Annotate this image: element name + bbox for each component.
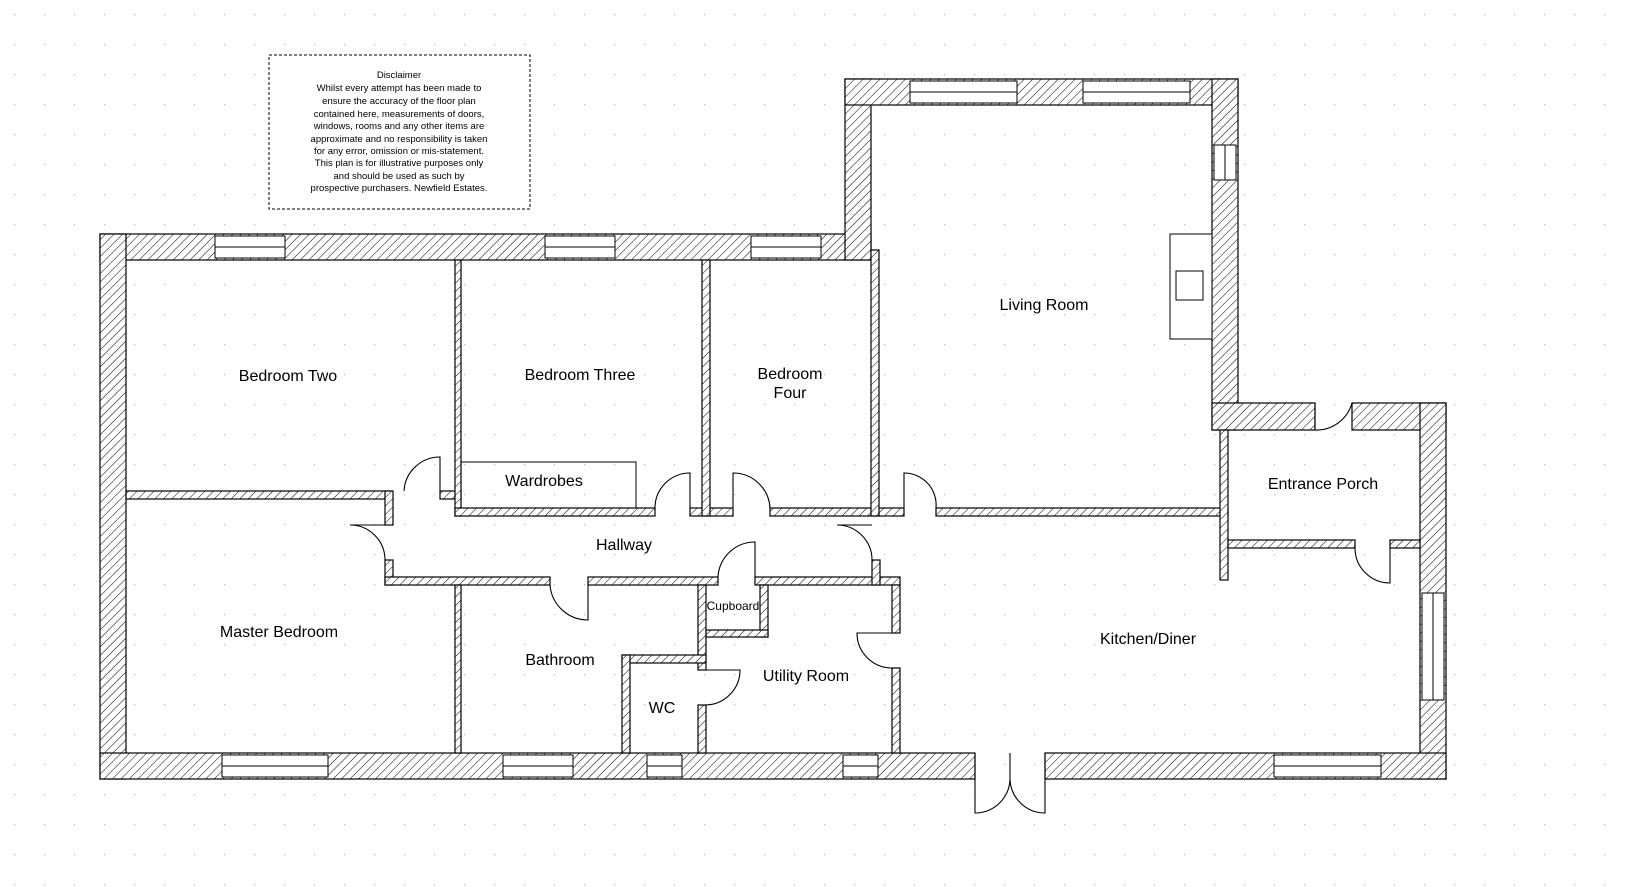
disclaimer-box: Disclaimer Whilst every attempt has been…	[268, 54, 531, 210]
wardrobes-label: Wardrobes	[505, 473, 583, 490]
disclaimer-line: ensure the accuracy of the floor plan	[322, 96, 476, 107]
room-label-wc: WC	[649, 700, 676, 717]
room-label-master-bedroom: Master Bedroom	[220, 624, 338, 641]
room-label-bathroom: Bathroom	[525, 652, 594, 669]
room-label-living-room: Living Room	[1000, 297, 1089, 314]
windows	[214, 80, 1445, 778]
room-label-hallway: Hallway	[596, 537, 652, 554]
disclaimer-line: This plan is for illustrative purposes o…	[315, 158, 484, 169]
disclaimer-line: contained here, measurements of doors,	[314, 109, 485, 120]
disclaimer-line: approximate and no responsibility is tak…	[311, 134, 488, 145]
doors	[349, 402, 1391, 814]
disclaimer-line: and should be used as such by	[334, 171, 465, 182]
fireplace	[1169, 233, 1213, 340]
disclaimer-line: windows, rooms and any other items are	[313, 121, 485, 132]
disclaimer-line: prospective purchasers. Newfield Estates…	[311, 183, 488, 194]
room-label-cupboard: Cupboard	[707, 599, 760, 613]
disclaimer-line: Whilst every attempt has been made to	[317, 83, 482, 94]
disclaimer-line: Disclaimer	[377, 70, 421, 81]
disclaimer-line: for any error, omission or mis-statement…	[314, 146, 484, 157]
room-label-bedroom-four: Four	[774, 385, 808, 402]
room-label-entrance-porch: Entrance Porch	[1268, 476, 1378, 493]
room-label-utility-room: Utility Room	[763, 668, 849, 685]
interior-walls	[125, 249, 1421, 754]
room-label-bedroom-three: Bedroom Three	[525, 367, 636, 384]
room-label-kitchen-diner: Kitchen/Diner	[1100, 631, 1197, 648]
wardrobes	[461, 461, 637, 508]
room-label-bedroom-four: Bedroom	[758, 366, 823, 383]
room-label-bedroom-two: Bedroom Two	[239, 368, 338, 385]
